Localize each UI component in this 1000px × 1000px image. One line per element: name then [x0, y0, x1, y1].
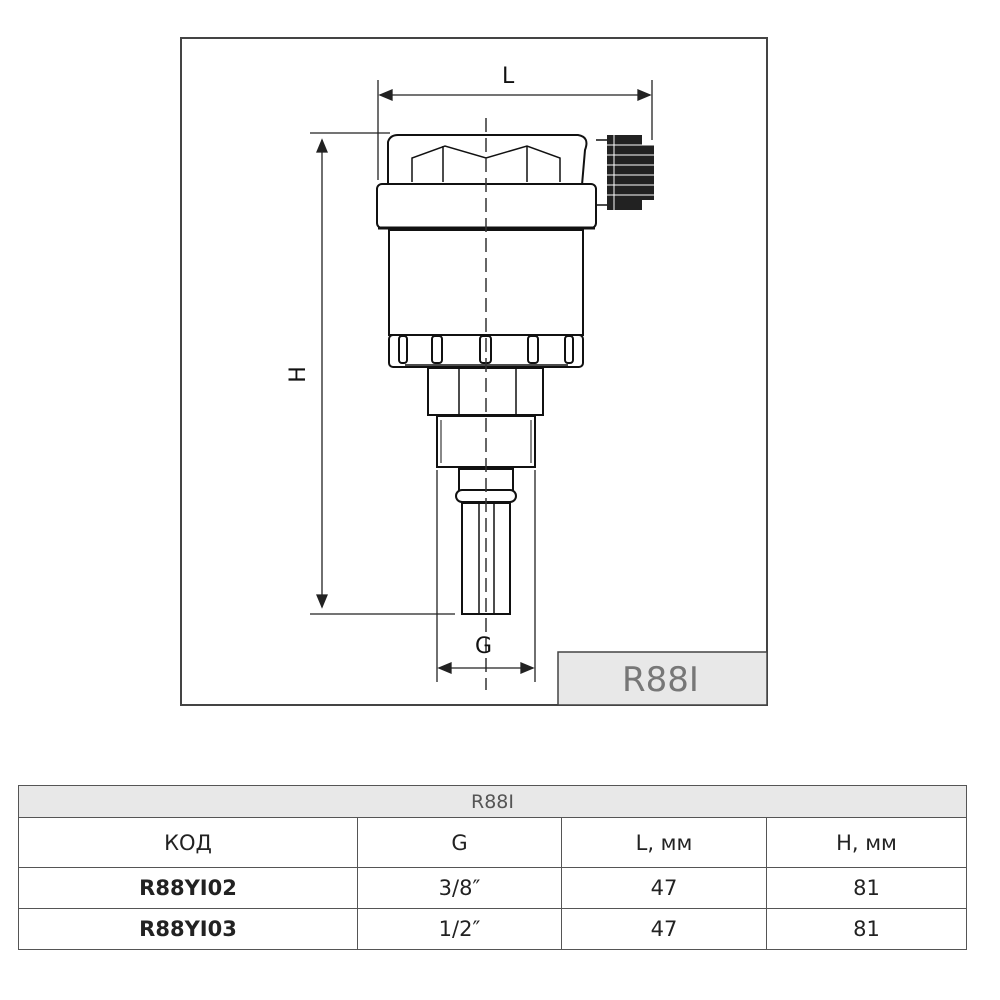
header-g: G — [357, 817, 562, 868]
table-row: R88YI03 1/2″ 47 81 — [18, 908, 967, 950]
cell-code: R88YI03 — [18, 908, 358, 950]
cell-h: 81 — [766, 867, 967, 909]
cell-g: 1/2″ — [357, 908, 562, 950]
dimension-lines — [310, 80, 653, 682]
model-label: R88I — [622, 660, 699, 700]
table-caption: R88I — [18, 785, 967, 818]
header-h: H, мм — [766, 817, 967, 868]
table-row: R88YI02 3/8″ 47 81 — [18, 867, 967, 909]
cell-code: R88YI02 — [18, 867, 358, 909]
spec-table: R88I КОД G L, мм H, мм R88YI02 3/8″ 47 8… — [18, 785, 967, 950]
bleed-knob — [596, 135, 654, 210]
drawing-frame — [180, 37, 768, 706]
cell-l: 47 — [561, 908, 767, 950]
header-code: КОД — [18, 817, 358, 868]
dimension-H-label: H — [285, 366, 311, 383]
model-label-box — [557, 651, 768, 706]
header-l: L, мм — [561, 817, 767, 868]
dimension-G-label: G — [475, 634, 493, 659]
technical-drawing — [180, 37, 768, 706]
cell-g: 3/8″ — [357, 867, 562, 909]
table-header-row: КОД G L, мм H, мм — [18, 817, 967, 868]
cell-h: 81 — [766, 908, 967, 950]
cell-l: 47 — [561, 867, 767, 909]
dimension-L-label: L — [502, 64, 515, 89]
